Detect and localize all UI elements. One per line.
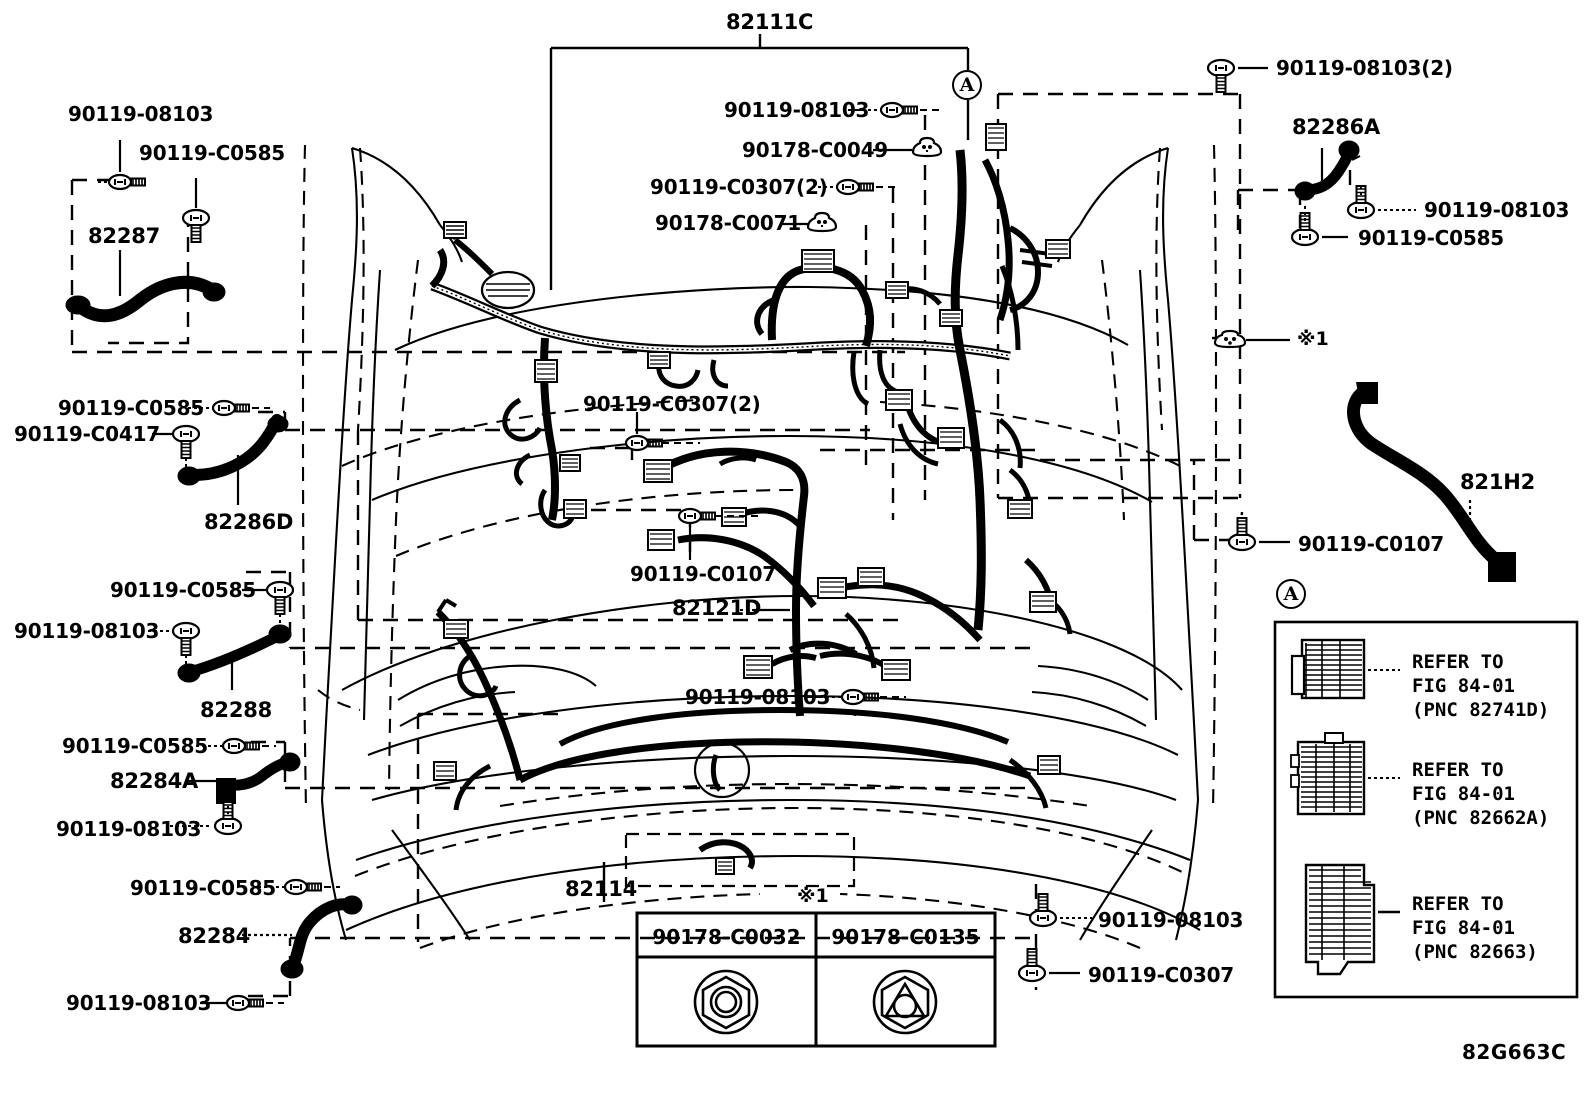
fastener-90119-08103-bottom: [1028, 892, 1092, 928]
fastener-90119-08103-right: [1346, 184, 1416, 220]
fastener-90119-C0107-right: [1227, 516, 1290, 552]
marker-a-legend: A: [1276, 579, 1306, 609]
legend-row-1-line3: (PNC 82741D): [1412, 699, 1550, 721]
fastener-90119-C0585-82284A: [196, 737, 276, 755]
fastener-90119-C0585-82284: [258, 878, 340, 896]
part-82284A: [216, 752, 301, 804]
label-82284: 82284: [178, 924, 251, 948]
label-star1-right: ※1: [1297, 328, 1329, 350]
legend-row-3-line1: REFER TO: [1412, 893, 1504, 915]
label-90119-08103-82284A: 90119-08103: [56, 817, 202, 841]
label-90119-C0307-center-mid: 90119-C0307(2): [583, 392, 761, 416]
label-90119-08103-right: 90119-08103: [1424, 198, 1570, 222]
label-90119-C0585-left-lower: 90119-C0585: [110, 578, 257, 602]
nut-icon-90178-C0032: [693, 969, 759, 1035]
fastener-90119-08103-center-bottom: [806, 688, 906, 706]
construction-dashed-boxes: [70, 72, 1352, 998]
label-90119-08103-2-right: 90119-08103(2): [1276, 56, 1453, 80]
fastener-90119-C0107-center: [677, 507, 760, 560]
legend-row-2-line1: REFER TO: [1412, 759, 1504, 781]
legend-row-3-line2: FIG 84-01: [1412, 917, 1515, 939]
part-82284: [280, 895, 363, 979]
label-82287: 82287: [88, 224, 161, 248]
label-90119-08103-bottom: 90119-08103: [1098, 908, 1244, 932]
legend-row-2-line2: FIG 84-01: [1412, 783, 1515, 805]
label-90119-C0307-bottom: 90119-C0307: [1088, 963, 1235, 987]
nut-table-col-2: 90178-C0135: [831, 925, 980, 949]
label-90119-08103-center-bottom: 90119-08103: [685, 685, 831, 709]
fastener-90178-C0049: [873, 136, 943, 158]
fastener-90119-08103-82284: [200, 994, 284, 1012]
label-82121D: 82121D: [672, 596, 762, 620]
fastener-star1-grommet: [1213, 329, 1290, 349]
label-90119-C0585-left-top: 90119-C0585: [139, 141, 286, 165]
label-90119-C0585-left-mid: 90119-C0585: [58, 396, 205, 420]
label-82288: 82288: [200, 698, 273, 722]
fastener-90119-08103-82284A: [170, 800, 243, 836]
fastener-90119-C0417: [152, 424, 201, 470]
part-82288: [177, 624, 292, 683]
fastener-90119-C0307-center-mid: [624, 412, 700, 452]
fastener-90119-C0585-left-mid: [188, 399, 270, 417]
label-star1-bottom: ※1: [797, 885, 829, 907]
label-90119-C0107-center: 90119-C0107: [630, 562, 777, 586]
label-90119-08103-left-lower: 90119-08103: [14, 619, 160, 643]
legend-icon-82741D: [1290, 638, 1400, 700]
engine-wire-harness: [429, 123, 1073, 875]
legend-icon-82662A: [1290, 732, 1400, 816]
label-82284A: 82284A: [110, 769, 199, 793]
label-82286A: 82286A: [1292, 115, 1381, 139]
legend-row-1-line2: FIG 84-01: [1412, 675, 1515, 697]
label-90178-C0071: 90178-C0071: [655, 211, 802, 235]
fastener-90119-08103-left-top: [98, 140, 147, 191]
fastener-90119-C0307-bottom: [1017, 947, 1080, 983]
fastener-90119-C0307-center-top: [812, 178, 898, 196]
label-90119-08103-center: 90119-08103: [724, 98, 870, 122]
bumper-plate-dashed: [624, 832, 856, 888]
label-821H2: 821H2: [1460, 470, 1536, 494]
nut-table-col-1: 90178-C0032: [652, 925, 801, 949]
legend-icon-82663: [1304, 863, 1400, 976]
label-82114: 82114: [565, 877, 638, 901]
fastener-90119-08103-left-lower: [148, 621, 201, 666]
fastener-90119-C0585-left-lower: [242, 580, 295, 624]
fastener-90178-C0071: [782, 211, 838, 233]
legend-box-frame: [1273, 620, 1579, 999]
figure-code: 82G663C: [1462, 1040, 1567, 1064]
car-body-dashed: [301, 144, 1218, 949]
label-90119-C0585-right: 90119-C0585: [1358, 226, 1505, 250]
label-90119-C0585-82284A: 90119-C0585: [62, 734, 209, 758]
label-90119-C0107-right: 90119-C0107: [1298, 532, 1445, 556]
fastener-90119-C0585-right: [1290, 206, 1348, 247]
legend-row-2-line3: (PNC 82662A): [1412, 807, 1550, 829]
car-body-outline: [320, 146, 1201, 941]
top-part-leader: [549, 34, 970, 290]
fastener-90119-08103-2-right: [1206, 58, 1268, 94]
label-90178-C0049: 90178-C0049: [742, 138, 889, 162]
part-821H2: [1347, 382, 1516, 582]
label-90119-C0417: 90119-C0417: [14, 422, 161, 446]
fastener-90119-C0585-left-top: [181, 178, 211, 244]
label-82111C: 82111C: [726, 10, 814, 34]
label-90119-08103-82284: 90119-08103: [66, 991, 212, 1015]
label-90119-C0585-82284: 90119-C0585: [130, 876, 277, 900]
label-90119-C0307-center-top: 90119-C0307(2): [650, 175, 828, 199]
label-82286D: 82286D: [204, 510, 294, 534]
nut-icon-90178-C0135: [872, 969, 938, 1035]
fastener-90119-08103-center: [848, 101, 944, 119]
part-82287: [65, 275, 226, 323]
legend-row-3-line3: (PNC 82663): [1412, 941, 1538, 963]
legend-row-1-line1: REFER TO: [1412, 651, 1504, 673]
marker-a-top: A: [952, 70, 982, 100]
nut-table-frame: [635, 911, 997, 1048]
label-90119-08103-left-top: 90119-08103: [68, 102, 214, 126]
part-82286D: [177, 414, 289, 486]
part-82286A: [1294, 140, 1361, 201]
